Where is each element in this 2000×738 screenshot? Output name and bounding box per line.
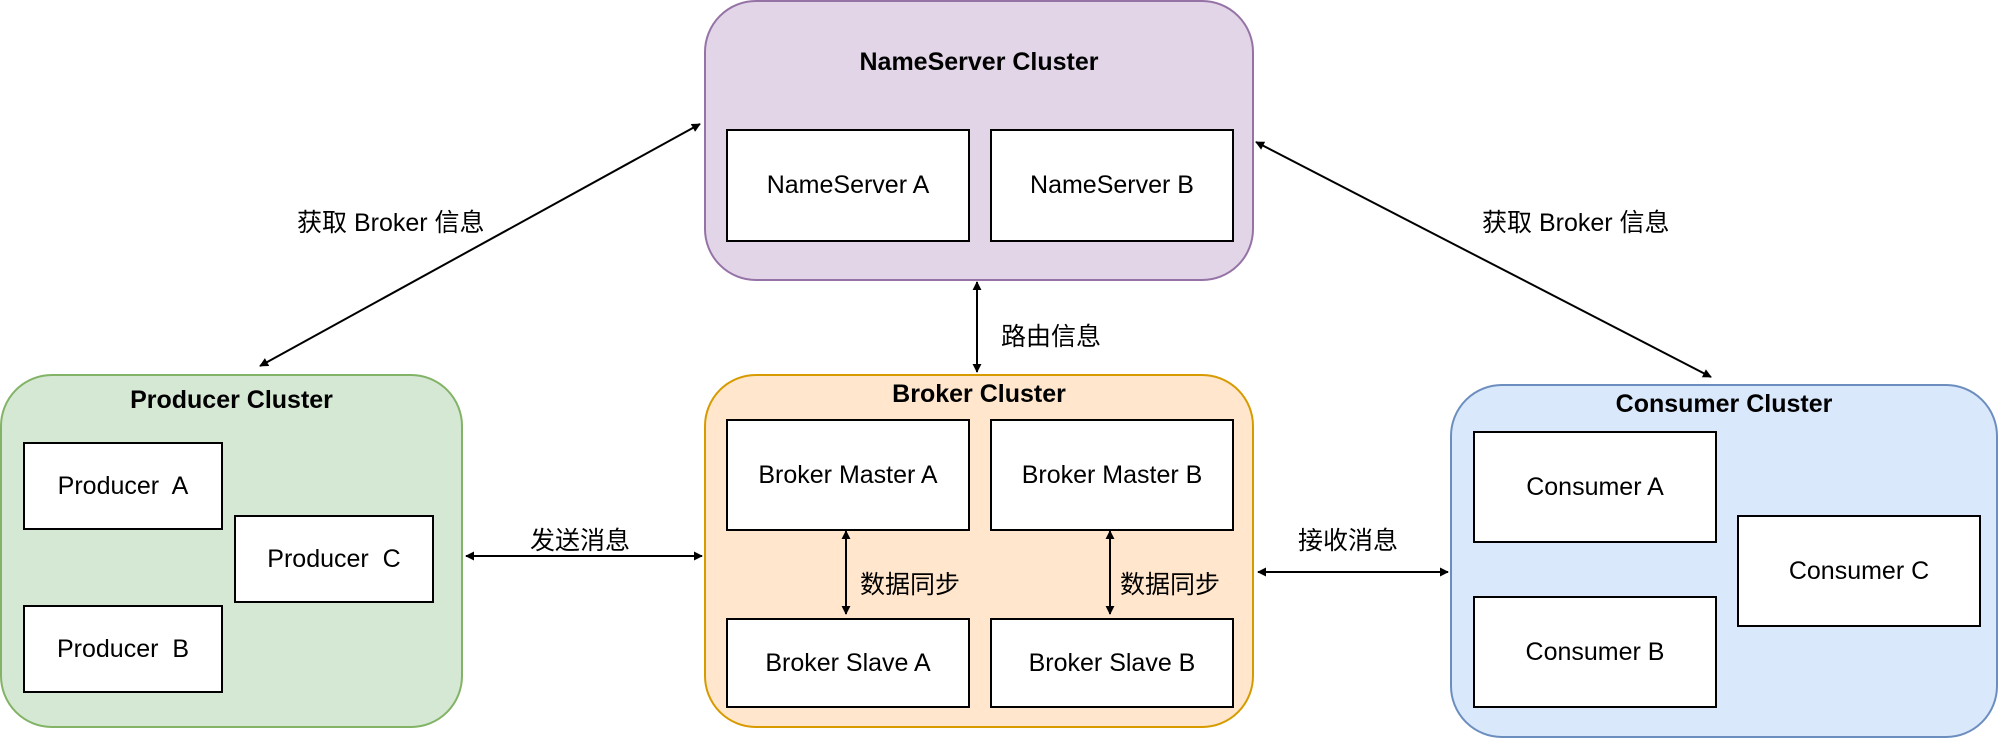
consumer-b[interactable]: Consumer B [1473,596,1717,708]
broker-cluster-title: Broker Cluster [892,380,1066,408]
producer-a[interactable]: Producer A [23,442,223,530]
consumer-a[interactable]: Consumer A [1473,431,1717,543]
consumer-cluster-title: Consumer Cluster [1615,390,1833,418]
producer-cluster-title: Producer Cluster [130,386,333,414]
producer-c[interactable]: Producer C [234,515,434,603]
label-sync-a: 数据同步 [860,571,961,599]
broker-slave-a[interactable]: Broker Slave A [726,618,970,708]
producer-b[interactable]: Producer B [23,605,223,693]
broker-slave-b[interactable]: Broker Slave B [990,618,1234,708]
edge-producer-nameserver [259,123,701,367]
label-receive-message: 接收消息 [1298,527,1399,555]
nameserver-a[interactable]: NameServer A [726,129,970,242]
nameserver-cluster-title: NameServer Cluster [859,48,1099,76]
broker-master-b[interactable]: Broker Master B [990,419,1234,531]
producer-cluster: Producer Cluster Producer A Producer C P… [0,374,463,728]
consumer-cluster: Consumer Cluster Consumer A Consumer B C… [1450,384,1998,738]
nameserver-b[interactable]: NameServer B [990,129,1234,242]
label-consumer-nameserver: 获取 Broker 信息 [1482,209,1670,237]
broker-cluster: Broker Cluster Broker Master A Broker Ma… [704,374,1254,728]
consumer-c[interactable]: Consumer C [1737,515,1981,627]
label-send-message: 发送消息 [530,527,631,555]
broker-master-a[interactable]: Broker Master A [726,419,970,531]
nameserver-cluster: NameServer Cluster NameServer A NameServ… [704,0,1254,281]
label-route-info: 路由信息 [1001,323,1102,351]
label-sync-b: 数据同步 [1120,571,1221,599]
label-producer-nameserver: 获取 Broker 信息 [297,209,485,237]
edge-consumer-nameserver [1255,141,1712,378]
